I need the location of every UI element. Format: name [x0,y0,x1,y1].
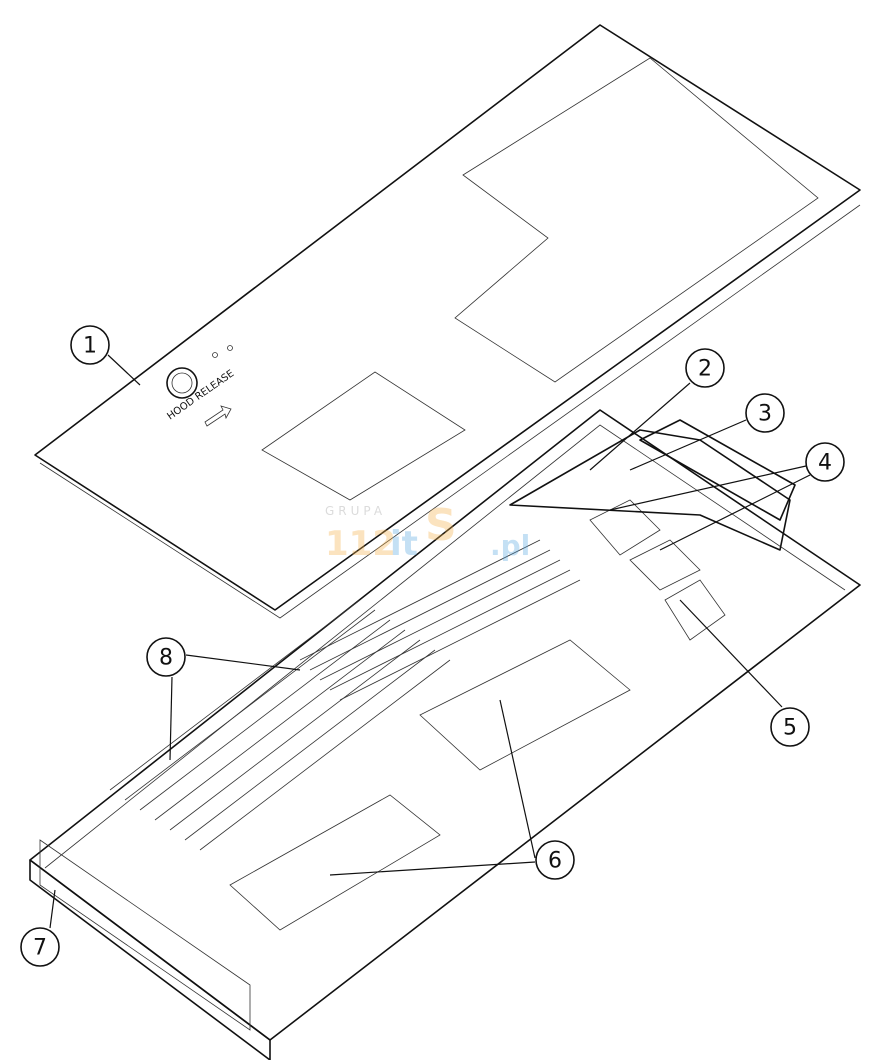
callout-4: 4 [805,442,845,482]
arrow-icon [204,405,232,427]
server-chassis [29,409,861,1060]
svg-text:4: 4 [818,451,832,476]
svg-text:3: 3 [758,402,772,427]
callout-6: 6 [535,840,575,880]
memory-dimms [109,539,581,851]
callout-2: 2 [685,348,725,388]
leader-lines [49,354,811,929]
callout-7: 7 [20,927,60,967]
watermark-logo: GRUPA 112 it S .pl [325,500,530,564]
callout-8: 8 [146,637,186,677]
svg-text:6: 6 [548,849,562,874]
callout-5: 5 [770,707,810,747]
svg-text:S: S [425,500,457,551]
hood-release-button[interactable] [166,367,198,399]
mezzanine-area [509,429,791,551]
hood-release-label: HOOD RELEASE [165,368,236,422]
svg-text:8: 8 [159,646,173,671]
heatsinks [229,499,726,931]
front-panel [39,839,251,1031]
svg-text:1: 1 [83,334,97,359]
svg-text:7: 7 [33,936,47,961]
svg-text:5: 5 [783,716,797,741]
callout-1: 1 [70,325,110,365]
svg-text:.pl: .pl [490,529,530,562]
svg-text:it: it [390,524,418,564]
connector [639,419,796,521]
svg-text:112: 112 [325,524,396,564]
callout-3: 3 [745,393,785,433]
svg-text:GRUPA: GRUPA [325,504,386,518]
svg-text:2: 2 [698,357,712,382]
